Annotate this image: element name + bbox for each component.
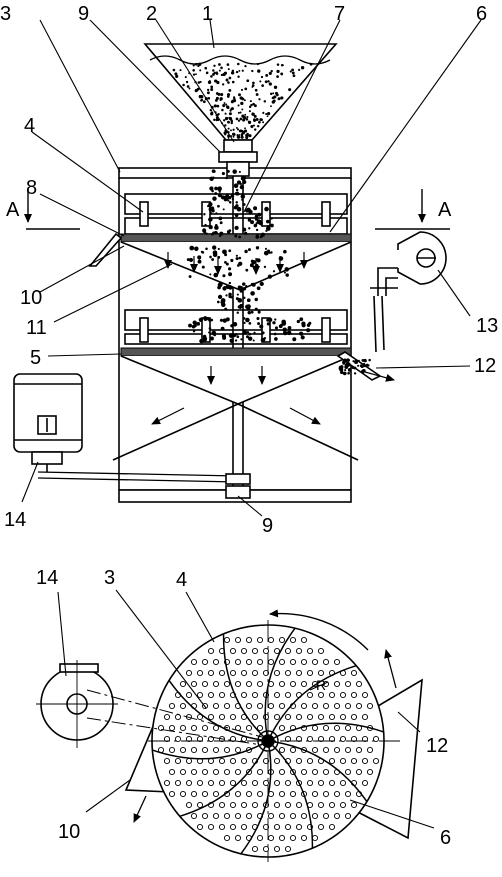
rotation-arrow-right <box>384 649 397 689</box>
fan-13 <box>370 231 447 353</box>
label-12-plan: 12 <box>426 735 448 757</box>
label-8: 8 <box>26 177 37 199</box>
falling-grain <box>186 169 371 376</box>
label-4: 4 <box>24 115 35 137</box>
flow-arrows <box>151 252 395 425</box>
label-14-plan: 14 <box>36 567 58 589</box>
upper-screen-deck <box>88 193 352 291</box>
motor-14 <box>13 373 83 472</box>
label-12: 12 <box>474 355 496 377</box>
discharge-arrow <box>133 795 147 823</box>
elevation-view <box>13 19 482 517</box>
section-mark-left <box>24 189 80 230</box>
label-4-plan: 4 <box>176 569 187 591</box>
section-mark-right <box>375 189 450 230</box>
label-6-plan: 6 <box>440 827 451 849</box>
label-6: 6 <box>476 3 487 25</box>
label-10: 10 <box>20 287 42 309</box>
label-2: 2 <box>146 3 157 25</box>
label-7: 7 <box>334 3 345 25</box>
label-1: 1 <box>202 3 213 25</box>
label-3: 3 <box>0 3 11 25</box>
drive-belt <box>37 471 251 485</box>
disc-holes <box>157 636 380 853</box>
label-14: 14 <box>4 509 26 531</box>
labels-top: 3 9 2 1 7 6 4 8 A A 10 11 5 12 13 14 9 <box>0 3 498 537</box>
label-10-plan: 10 <box>58 821 80 843</box>
rotation-arrow-top <box>269 609 369 651</box>
label-5: 5 <box>30 347 41 369</box>
labels-bottom: 14 3 4 12 10 6 R <box>36 567 451 849</box>
label-9-bottom: 9 <box>262 515 273 537</box>
hopper <box>143 43 338 163</box>
central-shaft <box>225 161 251 499</box>
center-lines <box>148 620 400 862</box>
radius-label: R <box>316 677 326 693</box>
disc-blades <box>152 627 384 855</box>
motor-14-plan <box>36 660 263 748</box>
leader-lines <box>21 19 482 517</box>
section-leader-lines <box>57 589 435 829</box>
label-3-plan: 3 <box>104 567 115 589</box>
label-13: 13 <box>476 315 498 337</box>
label-11: 11 <box>26 317 47 339</box>
section-label-left: A <box>6 199 20 221</box>
section-label-right: A <box>438 199 452 221</box>
section-view <box>36 589 435 862</box>
label-9-top: 9 <box>78 3 89 25</box>
bottom-deflector <box>112 403 359 461</box>
